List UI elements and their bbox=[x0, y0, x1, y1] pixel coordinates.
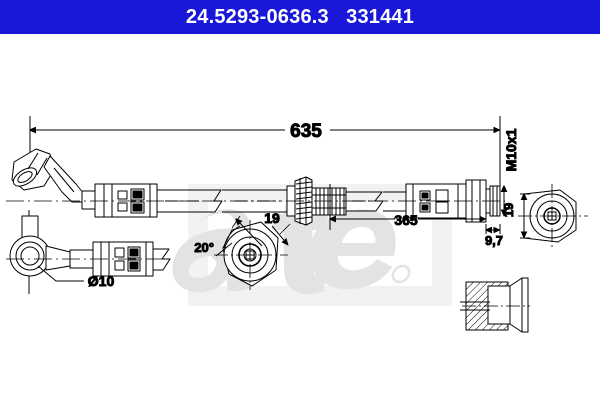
hex-end-view bbox=[518, 184, 588, 248]
hose-body-right bbox=[346, 191, 407, 212]
brake-hose-linework: 635 365 M10x1 19 9,7 Ø10 20° 19 bbox=[6, 116, 588, 333]
crimp-ferrule-left bbox=[94, 183, 158, 218]
end-view-detail bbox=[214, 215, 291, 290]
header-banner: 24.5293-0636.3 331441 bbox=[0, 0, 600, 34]
dimension-label-banjo-bore: Ø10 bbox=[88, 273, 115, 289]
section-view-detail bbox=[460, 277, 530, 333]
dimension-label-detail-across-flats: 19 bbox=[264, 210, 280, 226]
dimension-label-detail-angle: 20° bbox=[194, 240, 214, 255]
dimension-label-overall-length: 635 bbox=[290, 121, 322, 142]
dimension-overall-length bbox=[30, 116, 500, 162]
dimension-label-hex-width: 19 bbox=[501, 203, 516, 217]
dimension-label-thread-spec: M10x1 bbox=[503, 128, 519, 171]
drawing-canvas: 635 365 M10x1 19 9,7 Ø10 20° 19 bbox=[0, 34, 600, 400]
dimension-hose-length bbox=[330, 184, 486, 230]
dimension-thread-group bbox=[486, 162, 504, 234]
dimension-label-thread-length: 9,7 bbox=[485, 233, 503, 248]
page-title: 24.5293-0636.3 331441 bbox=[185, 5, 415, 28]
banjo-eye-detail-view bbox=[6, 210, 172, 294]
dimension-label-hose-length: 365 bbox=[394, 212, 418, 228]
left-banjo-fitting bbox=[11, 148, 97, 210]
